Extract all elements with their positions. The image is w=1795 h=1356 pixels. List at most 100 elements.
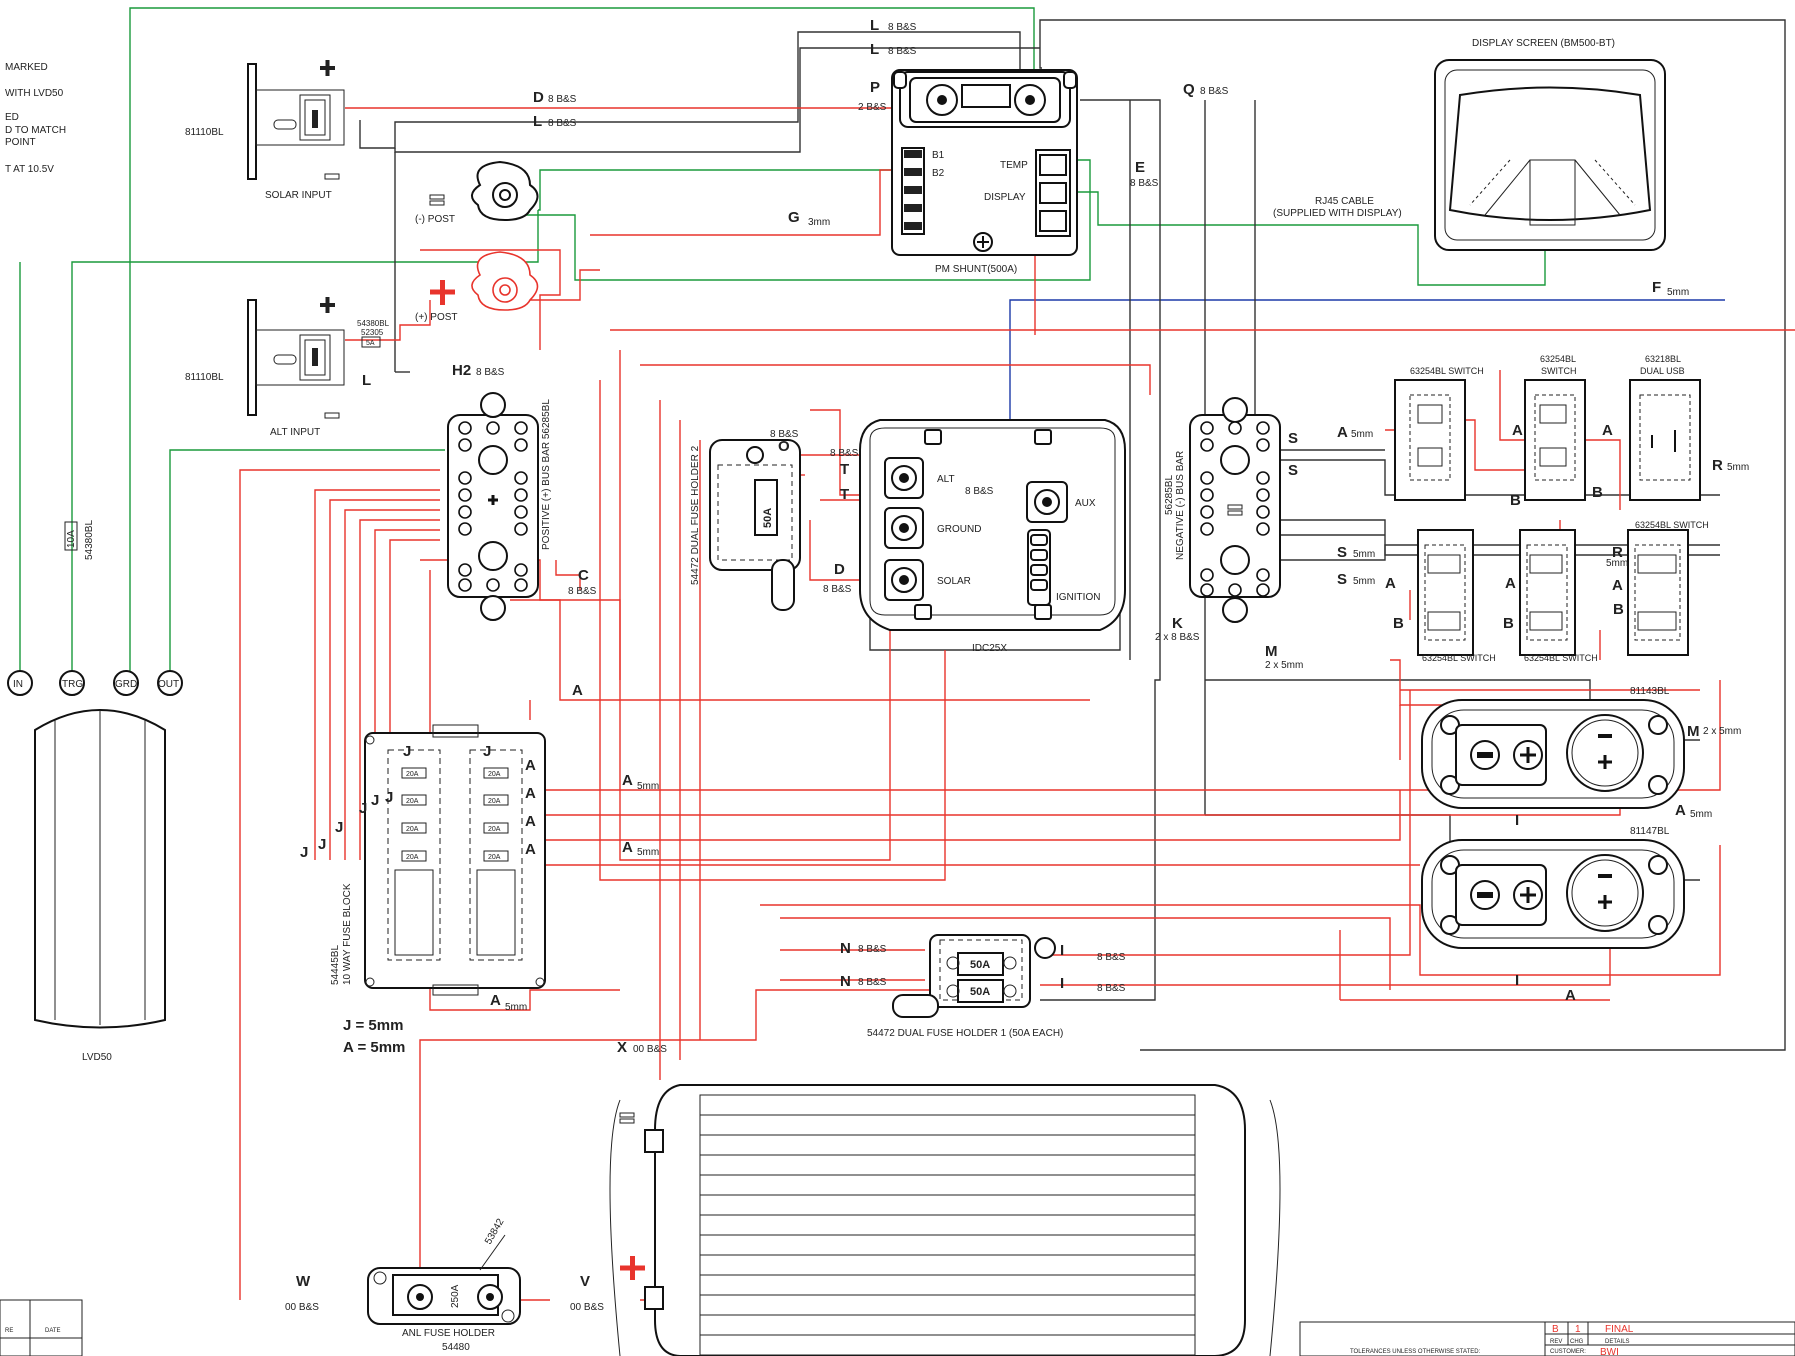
- wire-g: G: [788, 209, 800, 226]
- wire-a-13: A: [525, 757, 536, 774]
- red-wires: [239, 90, 1795, 1301]
- negative-busbar: [1189, 397, 1281, 623]
- wire-c: C: [578, 567, 589, 584]
- wire-a-3: A: [1602, 422, 1613, 439]
- wire-s4-size: 5mm: [1353, 576, 1375, 587]
- note-2: WITH LVD50: [5, 88, 64, 99]
- wire-x-size: 00 B&S: [633, 1044, 667, 1055]
- shunt-display: DISPLAY: [984, 192, 1026, 203]
- dual-fuse-1-label: 54472 DUAL FUSE HOLDER 1 (50A EACH): [867, 1028, 1063, 1039]
- title-block-text: RE DATE B 1 FINAL REV CHG DETAILS CUSTOM…: [5, 1324, 1634, 1356]
- tb-customer-h: CUSTOMER:: [1550, 1349, 1586, 1355]
- wire-a-10: A: [622, 772, 633, 789]
- wire-m2-size: 2 x 5mm: [1703, 726, 1741, 737]
- usb-label-1: 63218BL: [1645, 354, 1681, 364]
- note-1: MARKED: [5, 62, 48, 73]
- wire-a-9: A: [572, 682, 583, 699]
- wire-l3-size: 8 B&S: [548, 118, 577, 129]
- wire-i-4-size: 8 B&S: [1097, 983, 1126, 994]
- neg-busbar-label-2: NEGATIVE (-) BUS BAR: [1175, 451, 1186, 560]
- usb-label-2: DUAL USB: [1640, 366, 1685, 376]
- wire-r-1: R: [1712, 457, 1723, 474]
- anl-rating: 250A: [450, 1284, 461, 1308]
- switch-a-label: 63254BL SWITCH: [1410, 366, 1484, 376]
- shunt-temp: TEMP: [1000, 160, 1028, 171]
- fuse-20a-2: 20A: [488, 771, 501, 778]
- wire-j-3: J: [385, 789, 393, 806]
- tb-chg: 1: [1575, 1324, 1581, 1335]
- lvd-trg: TRG: [62, 679, 83, 690]
- wire-r-2: R: [1612, 544, 1623, 561]
- anl-fuse-holder: [367, 1234, 521, 1325]
- inverter-unit: [609, 1084, 1281, 1356]
- tb-chg-h: CHG: [1570, 1339, 1584, 1345]
- wire-g-size: 3mm: [808, 217, 830, 228]
- inline-fuse-rating: 5A: [366, 340, 375, 347]
- wire-a-1-size: 5mm: [1351, 429, 1373, 440]
- alt-input-connector: [247, 297, 381, 419]
- wire-n-2: N: [840, 973, 851, 990]
- dual-fuse-holder-1: [892, 934, 1056, 1018]
- socket-2-label: 81147BL: [1630, 826, 1670, 837]
- wire-a-10-size: 5mm: [637, 781, 659, 792]
- idc-8bs: 8 B&S: [965, 486, 994, 497]
- wire-j-2: J: [483, 743, 491, 760]
- wire-l1: L: [870, 17, 879, 34]
- wire-h2: H2: [452, 362, 471, 379]
- wire-d-size: 8 B&S: [548, 94, 577, 105]
- wire-a-11-size: 5mm: [637, 847, 659, 858]
- wire-labels: L 8 B&S L 8 B&S P 2 B&S D 8 B&S L 8 B&S …: [285, 17, 1749, 1313]
- fuse-block-10-way: [364, 724, 546, 996]
- wire-a-14: A: [525, 785, 536, 802]
- fuse-50a-2: 50A: [970, 986, 990, 998]
- wire-b-3: B: [1393, 615, 1404, 632]
- dual-fuse-holder-2: [709, 439, 801, 611]
- wire-j-5: J: [359, 800, 367, 817]
- switch-e-label: 63254BL SWITCH: [1524, 653, 1598, 663]
- wire-w: W: [296, 1273, 311, 1290]
- wire-a-11: A: [622, 839, 633, 856]
- tb-details: FINAL: [1605, 1324, 1634, 1335]
- rj45-label-2: (SUPPLIED WITH DISPLAY): [1273, 208, 1402, 219]
- wire-x: X: [617, 1039, 627, 1056]
- solar-input-connector: [247, 60, 345, 180]
- wire-a-1: A: [1337, 424, 1348, 441]
- pos-busbar-label: POSITIVE (+) BUS BAR 56285BL: [541, 399, 552, 550]
- switch-c-label: 63254BL SWITCH: [1635, 520, 1709, 530]
- wire-r-1-size: 5mm: [1727, 462, 1749, 473]
- idc-label: IDC25X: [972, 643, 1007, 654]
- wire-j-6: J: [335, 819, 343, 836]
- wire-l4: L: [362, 372, 371, 389]
- fuse-20a-3: 20A: [406, 798, 419, 805]
- wire-i-4: I: [1060, 975, 1064, 992]
- wire-s2: S: [1288, 462, 1298, 479]
- wire-s1: S: [1288, 430, 1298, 447]
- switch-d-label: 63254BL SWITCH: [1422, 653, 1496, 663]
- wire-a-7: A: [1675, 802, 1686, 819]
- wire-s4: S: [1337, 571, 1347, 588]
- tb-rev-h: REV: [1550, 1339, 1562, 1345]
- alt-input-label: ALT INPUT: [270, 427, 320, 438]
- wire-a-4: A: [1385, 575, 1396, 592]
- wire-i-3: I: [1060, 942, 1064, 959]
- wire-m2: M: [1687, 723, 1700, 740]
- lvd-fuse-part: 54380BL: [84, 520, 95, 560]
- wire-h2-size: 8 B&S: [476, 367, 505, 378]
- display-screen-label: DISPLAY SCREEN (BM500-BT): [1472, 38, 1615, 49]
- wire-f: F: [1652, 279, 1661, 296]
- wire-a-12: A: [490, 992, 501, 1009]
- idc-ignition: IGNITION: [1056, 592, 1100, 603]
- negative-post: [429, 160, 539, 222]
- notes: MARKED WITH LVD50 ED D TO MATCH POINT T …: [5, 62, 66, 175]
- pos-post-label: (+) POST: [415, 312, 458, 323]
- wire-j-4: J: [371, 792, 379, 809]
- wire-t1: T: [840, 461, 849, 478]
- idc-solar: SOLAR: [937, 576, 971, 587]
- note-6: T AT 10.5V: [5, 164, 54, 175]
- wire-l2-size: 8 B&S: [888, 46, 917, 57]
- fuse-20a-5: 20A: [406, 826, 419, 833]
- switch-b-label-2: SWITCH: [1541, 366, 1577, 376]
- inline-fuse-part: 54380BL: [357, 319, 390, 328]
- neg-busbar-label-1: 56285BL: [1164, 475, 1175, 515]
- legend-j: J = 5mm: [343, 1017, 403, 1034]
